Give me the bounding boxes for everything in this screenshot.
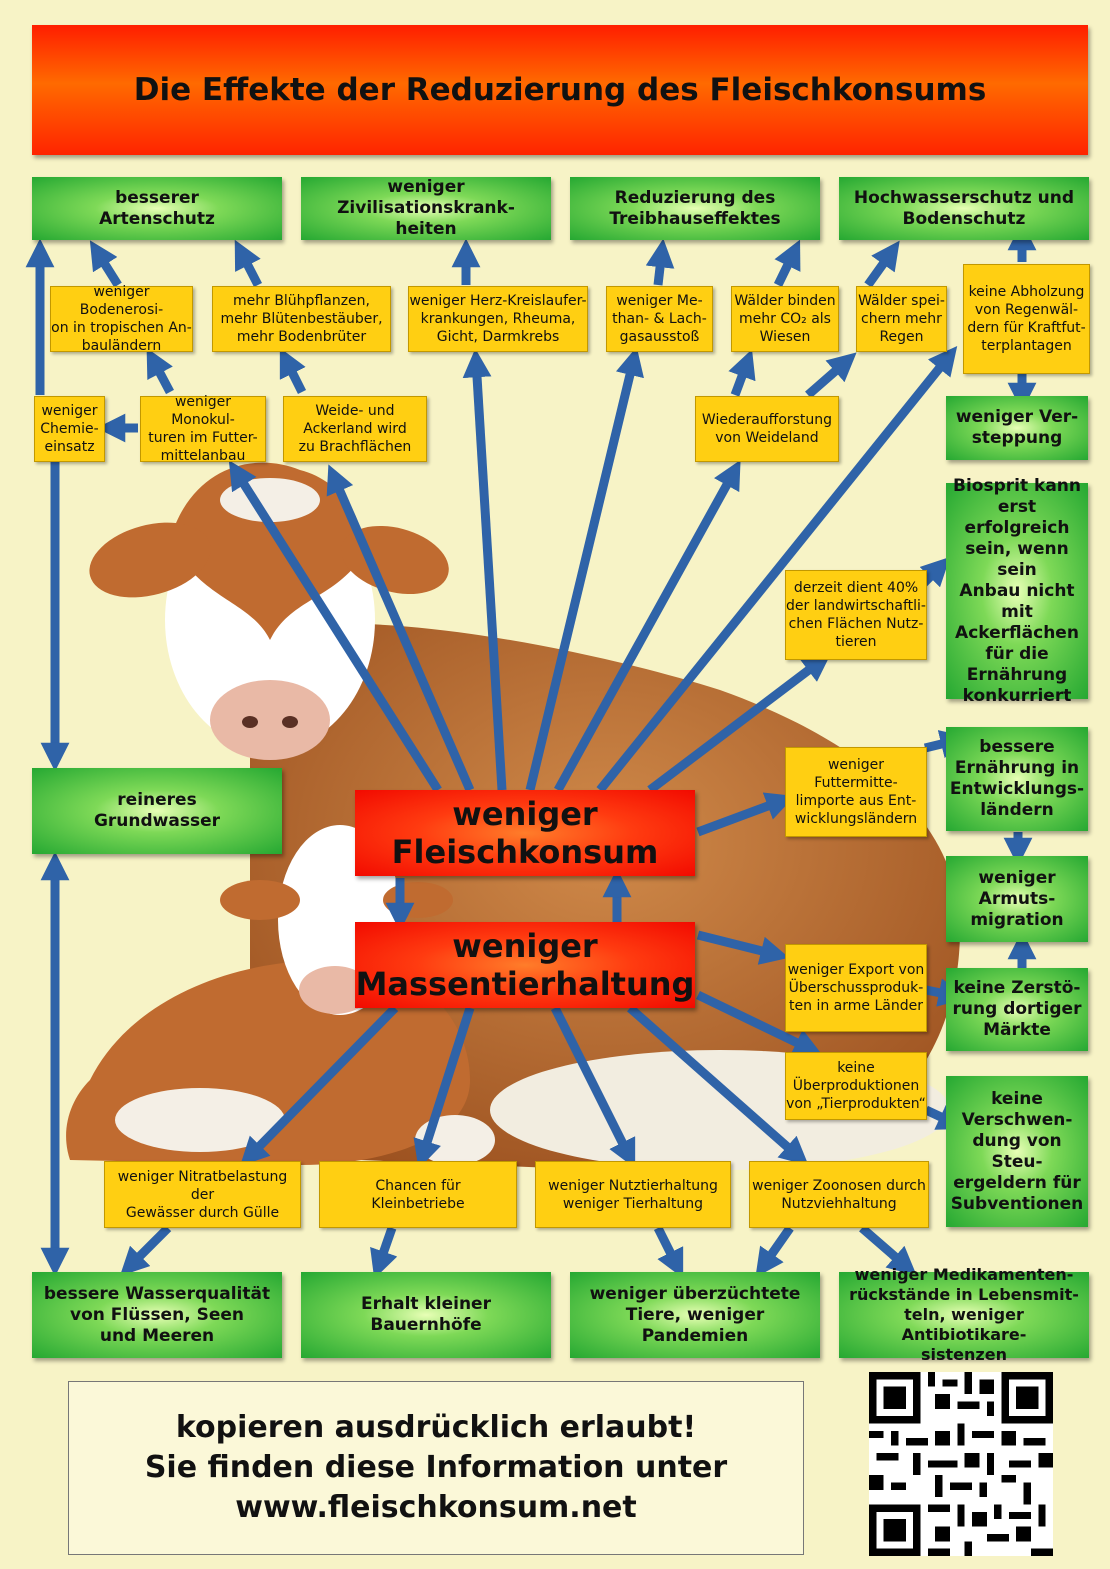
- arrow: [728, 349, 756, 397]
- footer-line-3: www.fleischkonsum.net: [235, 1490, 637, 1525]
- box-export: weniger Export von Überschussproduk- ten…: [785, 944, 927, 1032]
- cow-illustration: [66, 462, 960, 1170]
- box-medikamente: weniger Medikamenten- rückstände in Lebe…: [839, 1265, 1089, 1364]
- box-methan: weniger Me- than- & Lach- gasausstoß: [606, 286, 713, 352]
- box-chemieeinsatz: weniger Chemie- einsatz: [34, 396, 105, 462]
- box-nitratbelastung: weniger Nitratbelastung der Gewässer dur…: [104, 1161, 301, 1228]
- center-fleischkonsum: weniger Fleischkonsum: [355, 790, 695, 876]
- box-bodenerosion: weniger Bodenerosi- on in tropischen An-…: [50, 284, 193, 354]
- box-biosprit: Biosprit kann erst erfolgreich sein, wen…: [946, 476, 1088, 706]
- arrow: [647, 653, 832, 794]
- arrow: [279, 347, 307, 395]
- box-nutztierhaltung: weniger Nutztierhaltung weniger Tierhalt…: [535, 1161, 731, 1228]
- box-kleinbetriebe: Chancen für Kleinbetriebe: [319, 1161, 517, 1228]
- arrow: [864, 240, 900, 288]
- arrow: [696, 990, 823, 1056]
- box-ernaehrung: bessere Ernährung in Entwicklungs- lände…: [946, 727, 1088, 831]
- arrow: [525, 346, 644, 792]
- box-zivilisationskrankheiten: weniger Zivilisationskrank- heiten: [301, 177, 551, 240]
- box-armutsmigration: weniger Armuts- migration: [946, 856, 1088, 942]
- box-regenwald: keine Abholzung von Regenwäl- dern für K…: [963, 264, 1090, 374]
- arrow: [326, 464, 475, 792]
- arrow: [696, 930, 790, 965]
- arrow: [234, 239, 263, 288]
- arrow: [755, 1225, 794, 1278]
- arrow: [653, 1225, 684, 1279]
- arrow: [859, 1224, 917, 1276]
- page-title: Die Effekte der Reduzierung des Fleischk…: [133, 72, 987, 108]
- arrow: [805, 352, 857, 399]
- arrow: [554, 459, 741, 793]
- box-nutzflaechen: derzeit dient 40% der landwirtschaftli- …: [785, 570, 927, 660]
- qr-code-icon: [869, 1372, 1053, 1556]
- box-versteppung: weniger Ver- steppung: [946, 396, 1088, 460]
- box-waelder-regen: Wälder spei- chern mehr Regen: [856, 286, 947, 352]
- box-zoonosen: weniger Zoonosen durch Nutzviehhaltung: [749, 1161, 929, 1228]
- footer-line-1: kopieren ausdrücklich erlaubt!: [175, 1410, 697, 1445]
- box-bauernhoefe: Erhalt kleiner Bauernhöfe: [301, 1272, 551, 1358]
- arrow: [550, 1005, 636, 1169]
- box-wiederaufforstung: Wiederaufforstung von Weideland: [695, 396, 839, 462]
- box-bluehpflanzen: mehr Blühpflanzen, mehr Blütenbestäuber,…: [212, 286, 391, 352]
- title-banner: Die Effekte der Reduzierung des Fleischk…: [32, 25, 1088, 155]
- arrow: [413, 1006, 475, 1169]
- arrow: [370, 1226, 398, 1279]
- box-hochwasserschutz: Hochwasserschutz und Bodenschutz: [839, 177, 1089, 240]
- arrow: [239, 1004, 399, 1167]
- box-waelder-co2: Wälder binden mehr CO₂ als Wiesen: [731, 286, 839, 352]
- arrow: [627, 1004, 809, 1166]
- arrow: [119, 1224, 172, 1277]
- footer-line-2: Sie finden diese Information unter: [144, 1450, 728, 1485]
- arrow: [645, 238, 675, 286]
- arrows: [25, 221, 1037, 1279]
- box-ueberproduktion: keine Überproduktionen von „Tierprodukte…: [785, 1052, 927, 1120]
- box-wasserqualitaet: bessere Wasserqualität von Flüssen, Seen…: [32, 1272, 282, 1358]
- box-monokulturen: weniger Monokul- turen im Futter- mittel…: [140, 394, 266, 464]
- box-futtermittelimporte: weniger Futtermitte- limporte aus Ent- w…: [785, 747, 927, 837]
- box-brachflaechen: Weide- und Ackerland wird zu Brachfläche…: [283, 396, 427, 462]
- box-verschwendung: keine Verschwen- dung von Steu- ergelder…: [946, 1076, 1088, 1227]
- box-artenschutz: besserer Artenschutz: [32, 177, 282, 240]
- box-grundwasser: reineres Grundwasser: [32, 768, 282, 854]
- arrow: [146, 347, 174, 395]
- box-maerkte: keine Zerstö- rung dortiger Märkte: [946, 968, 1088, 1051]
- arrow: [596, 346, 958, 793]
- arrow: [462, 348, 507, 791]
- footer-note: kopieren ausdrücklich erlaubt! Sie finde…: [68, 1381, 804, 1555]
- center-massentierhaltung: weniger Massentierhaltung: [355, 922, 695, 1008]
- arrow: [696, 792, 795, 837]
- arrow: [773, 239, 801, 287]
- arrow: [228, 460, 442, 793]
- box-pandemien: weniger überzüchtete Tiere, weniger Pand…: [570, 1272, 820, 1358]
- arrow: [89, 240, 122, 288]
- box-treibhauseffekt: Reduzierung des Treibhauseffektes: [570, 177, 820, 240]
- box-herz-kreislauf: weniger Herz-Kreislaufer- krankungen, Rh…: [408, 286, 588, 352]
